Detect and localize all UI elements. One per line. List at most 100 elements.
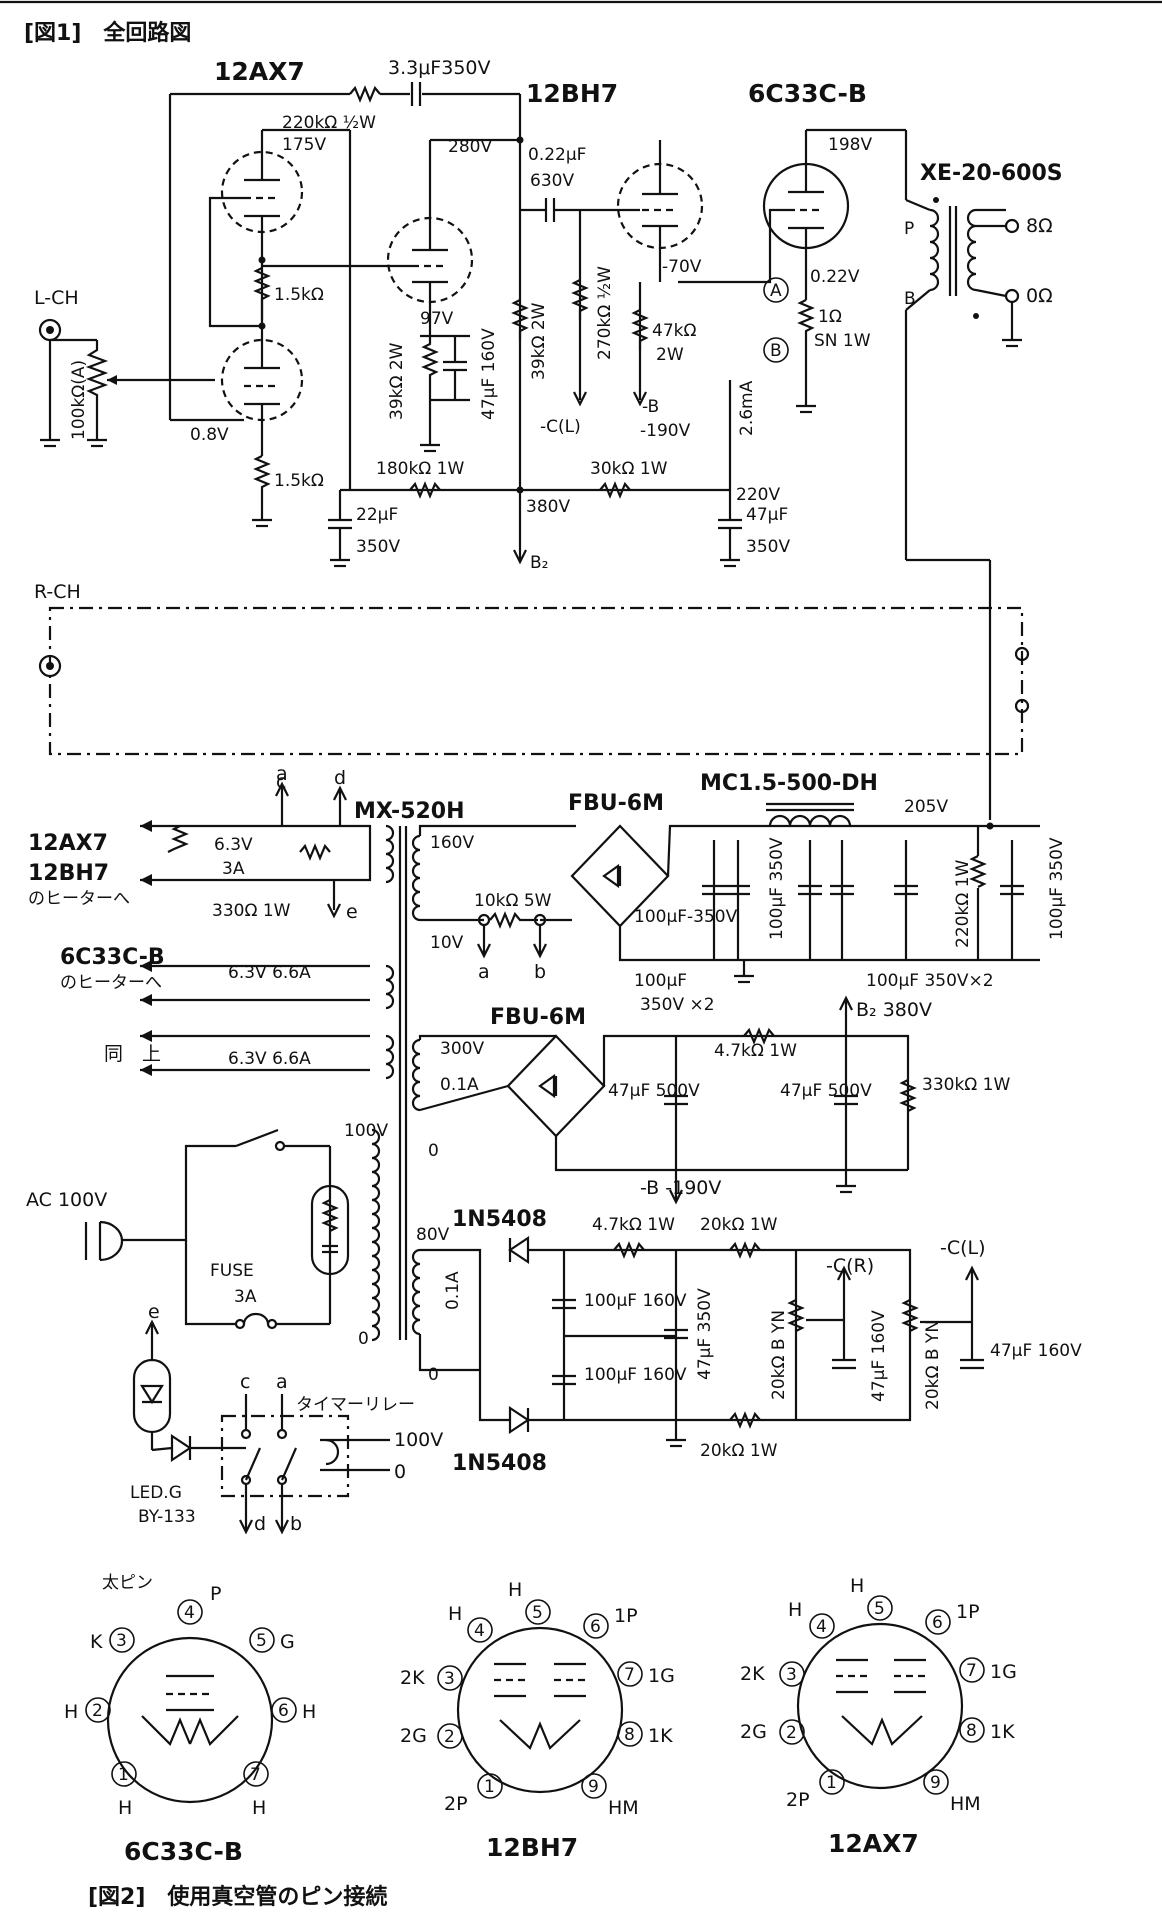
- label-fig1-inputs-rch: R-CH: [34, 581, 81, 603]
- label-fig1-power-v63_66b: 6.3V 6.6A: [228, 1049, 311, 1069]
- label-fig2-tubes-1-pins-14: 2P: [444, 1793, 468, 1815]
- label-fig1-power-r10k: 10kΩ 5W: [474, 891, 552, 911]
- label-fig1-power-lb: b: [290, 1513, 302, 1535]
- label-fig1-power-v300: 300V: [440, 1039, 484, 1059]
- label-fig1-power-ac: AC 100V: [26, 1189, 107, 1211]
- label-fig1-power-h5: のヒーターへ: [60, 973, 162, 993]
- label-fig1-values-c47_160: 47μF 160V: [479, 328, 499, 420]
- label-fig1-power-lc: c: [276, 771, 286, 793]
- figure-2-title: [図2] 使用真空管のピン接続: [88, 1884, 387, 1910]
- label-fig1-power-v350x2: 350V ×2: [640, 995, 715, 1015]
- label-fig2-tubes-1-pins-4: 6: [590, 1617, 601, 1637]
- label-fig1-power-c47_350: 47μF 350V: [695, 1288, 715, 1380]
- r-channel-dashed-box: [48, 606, 1024, 756]
- label-fig2-tubes-2-pins-3: 4: [816, 1617, 827, 1637]
- label-fig1-power-cr: -C(R): [826, 1255, 874, 1277]
- label-fig1-power-r47k1w: 4.7kΩ 1W: [714, 1041, 797, 1061]
- pinout-12bh7: 5 H 6 1P 4 H 3 2K 7 1G 2 2G 8 1K 1 2P 9 …: [400, 1579, 675, 1862]
- label-fig2-tubes-1-pins-11: 2: [444, 1727, 455, 1747]
- output-transformer-label: XE-20-600S: [920, 161, 1063, 186]
- label-fig2-tubes-0-pins-6: H: [64, 1701, 78, 1723]
- label-fig2-tubes-2-pins-1: 5: [874, 1599, 885, 1619]
- label-fig2-tubes-2-pins-0: H: [850, 1575, 864, 1597]
- label-fig1-values-c022: 0.22μF: [528, 145, 586, 165]
- label-fig1-power-pot20a: 20kΩ B YN: [769, 1310, 789, 1400]
- label-fig1-values-sn: SN 1W: [814, 331, 871, 351]
- label-fig1-power-v100: 100V: [344, 1121, 388, 1141]
- volume-pot: [85, 340, 109, 440]
- label-fig1-values-b2: B₂: [530, 553, 548, 573]
- label-fig1-values-v022: 0.22V: [810, 267, 860, 287]
- label-fig1-power-ld: d: [254, 1513, 266, 1535]
- label-fig1-values-r47k: 47kΩ: [652, 321, 696, 341]
- label-fig1-values-w2: 2W: [656, 345, 684, 365]
- tube-12bh7-label: 12BH7: [526, 79, 618, 108]
- label-fig2-tubes-0-pins-9: H: [302, 1701, 316, 1723]
- tube-6c33c-label: 6C33C-B: [748, 79, 867, 108]
- label-fig2-tubes-0-note: 太ピン: [102, 1573, 153, 1593]
- lch-label: L-CH: [34, 287, 79, 309]
- label-fig1-values-i26: 2.6mA: [737, 380, 757, 436]
- label-fig1-power-lc: c: [240, 1371, 250, 1393]
- label-fig2-tubes-1-pins-15: 1: [484, 1777, 495, 1797]
- label-fig1-power-h1: 12AX7: [28, 831, 108, 856]
- label-fig1-power-c100_350v: 100μF 350V: [767, 837, 787, 940]
- label-fig1-values-c47b: 47μF: [746, 505, 788, 525]
- label-fig1-power-r220k1w: 220kΩ 1W: [953, 859, 973, 948]
- label-fig2-tubes-0-pins-10: 1: [118, 1765, 129, 1785]
- label-fig1-values-v280: 280V: [448, 137, 492, 157]
- bridge-1-label: FBU-6M: [568, 791, 664, 816]
- label-fig1-power-c100_160a: 100μF 160V: [584, 1291, 687, 1311]
- ot-primary: [929, 208, 940, 292]
- label-fig1-values-r220k: 220kΩ ½W: [282, 113, 376, 133]
- filter-caps: [702, 826, 1024, 960]
- bridge-2-label: FBU-6M: [490, 1005, 586, 1030]
- label-fig1-values-B: B: [904, 289, 916, 309]
- label-fig1-values-o0: 0Ω: [1026, 285, 1053, 307]
- label-fig1-power-z0a: 0: [428, 1141, 439, 1161]
- pt-primary: [371, 1128, 381, 1342]
- label-fig2-tubes-0-pins-7: 2: [92, 1701, 103, 1721]
- label-fig1-power-r47k_1w: 4.7kΩ 1W: [592, 1215, 675, 1235]
- label-fig1-values-c33: 3.3μF350V: [388, 57, 491, 79]
- label-fig2-tubes-1-pins-5: H: [448, 1603, 462, 1625]
- label-fig1-values-v198: 198V: [828, 135, 872, 155]
- label-fig1-values-m190: -190V: [640, 421, 691, 441]
- label-fig1-values-v630: 630V: [530, 171, 574, 191]
- label-fig1-power-le: e: [346, 901, 358, 923]
- label-fig2-tubes-2-pins-16: 9: [930, 1773, 941, 1793]
- label-fig2-tubes-2-pins-11: 2: [786, 1723, 797, 1743]
- label-fig1-power-timer: タイマーリレー: [296, 1395, 415, 1415]
- label-fig1-power-r330k: 330kΩ 1W: [922, 1075, 1011, 1095]
- label-fig1-power-la: a: [276, 1371, 288, 1393]
- label-fig2-tubes-0-pins-0: P: [210, 1583, 221, 1605]
- label-fig1-power-c47_160c: 47μF 160V: [990, 1341, 1082, 1361]
- label-fig1-power-fuse: FUSE: [210, 1261, 254, 1281]
- label-fig1-power-c47_500a: 47μF 500V: [608, 1081, 700, 1101]
- label-fig2-tubes-2-pins-2: 1P: [956, 1601, 980, 1623]
- label-fig1-power-h3: のヒーターへ: [28, 889, 130, 909]
- label-fig1-power-fuse_a: 3A: [234, 1287, 257, 1307]
- label-fig2-tubes-2-pins-10: 2G: [740, 1721, 767, 1743]
- label-fig1-power-c47_500b: 47μF 500V: [780, 1081, 872, 1101]
- label-fig1-values-mb: -B: [642, 397, 659, 417]
- label-fig1-power-la: a: [478, 961, 490, 983]
- label-fig1-power-a01b: 0.1A: [443, 1271, 463, 1310]
- label-fig1-values-r180k: 180kΩ 1W: [376, 459, 465, 479]
- label-fig1-values-P: P: [904, 219, 914, 239]
- label-fig1-power-same: 同 上: [104, 1043, 161, 1065]
- led-indicator: [132, 1358, 172, 1434]
- label-fig1-power-z0b: 0: [428, 1365, 439, 1385]
- label-fig2-tubes-2-pins-4: 6: [932, 1613, 943, 1633]
- label-fig2-tubes-0-pins-2: K: [90, 1631, 103, 1653]
- label-fig1-power-lb: b: [534, 961, 546, 983]
- label-fig2-tubes-2-pins-7: 3: [786, 1665, 797, 1685]
- label-fig1-power-le: e: [148, 1301, 160, 1323]
- label-fig1-values-pA: A: [770, 281, 782, 301]
- label-fig2-tubes-1-pins-12: 8: [624, 1725, 635, 1745]
- label-fig1-power-t100: 100V: [394, 1429, 443, 1451]
- label-fig1-power-pot20b: 20kΩ B YN: [923, 1320, 943, 1410]
- label-fig1-values-pB: B: [770, 341, 782, 361]
- timer-relay-box: [220, 1414, 350, 1498]
